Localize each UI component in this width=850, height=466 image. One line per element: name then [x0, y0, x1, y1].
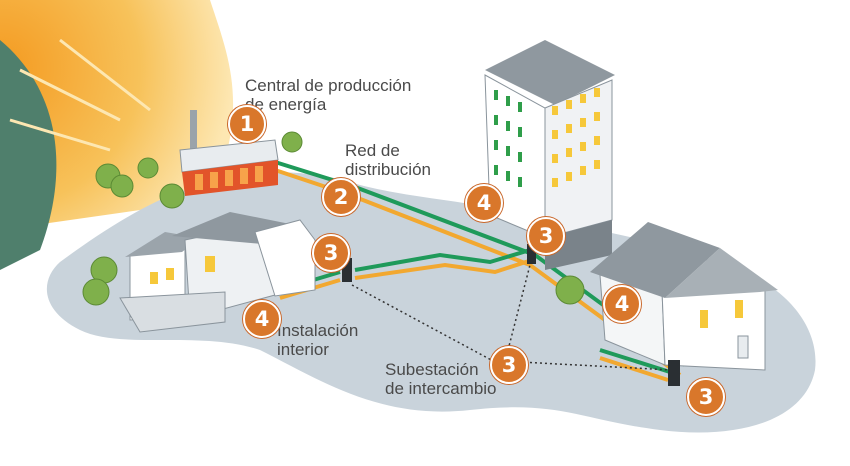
- label-power-plant-line1: Central de producción: [245, 76, 412, 95]
- badge-distribution: 2: [322, 178, 360, 216]
- label-distribution-network: Red de distribución: [345, 141, 431, 179]
- badge-interior-left: 4: [243, 300, 281, 338]
- label-distribution-line1: Red de: [345, 141, 400, 160]
- right-house: [590, 222, 778, 371]
- label-power-plant-line2: de energía: [245, 95, 327, 114]
- badge-interior-right-house: 4: [603, 285, 641, 323]
- sun-graphic: [0, 0, 234, 270]
- connector-lines: [351, 264, 673, 371]
- label-interior-installation: Instalación interior: [277, 321, 358, 359]
- label-substation-line2: de intercambio: [385, 379, 497, 398]
- badge-power-plant: 1: [228, 105, 266, 143]
- label-power-plant: Central de producción de energía: [245, 76, 411, 114]
- power-plant: [179, 110, 279, 196]
- badge-substation-left-house: 3: [312, 234, 350, 272]
- badge-substation-tower: 3: [527, 217, 565, 255]
- label-exchange-substation: Subestación de intercambio: [385, 360, 497, 398]
- badge-substation-right-house: 3: [687, 378, 725, 416]
- label-interior-line2: interior: [277, 340, 329, 359]
- badge-substation-label: 3: [490, 346, 528, 384]
- left-house: [119, 212, 316, 333]
- label-interior-line1: Instalación: [277, 321, 359, 340]
- substation-units: [342, 244, 680, 386]
- trees: [82, 131, 585, 306]
- label-substation-line1: Subestación: [385, 360, 479, 379]
- label-distribution-line2: distribución: [345, 160, 431, 179]
- badge-interior-tower: 4: [465, 184, 503, 222]
